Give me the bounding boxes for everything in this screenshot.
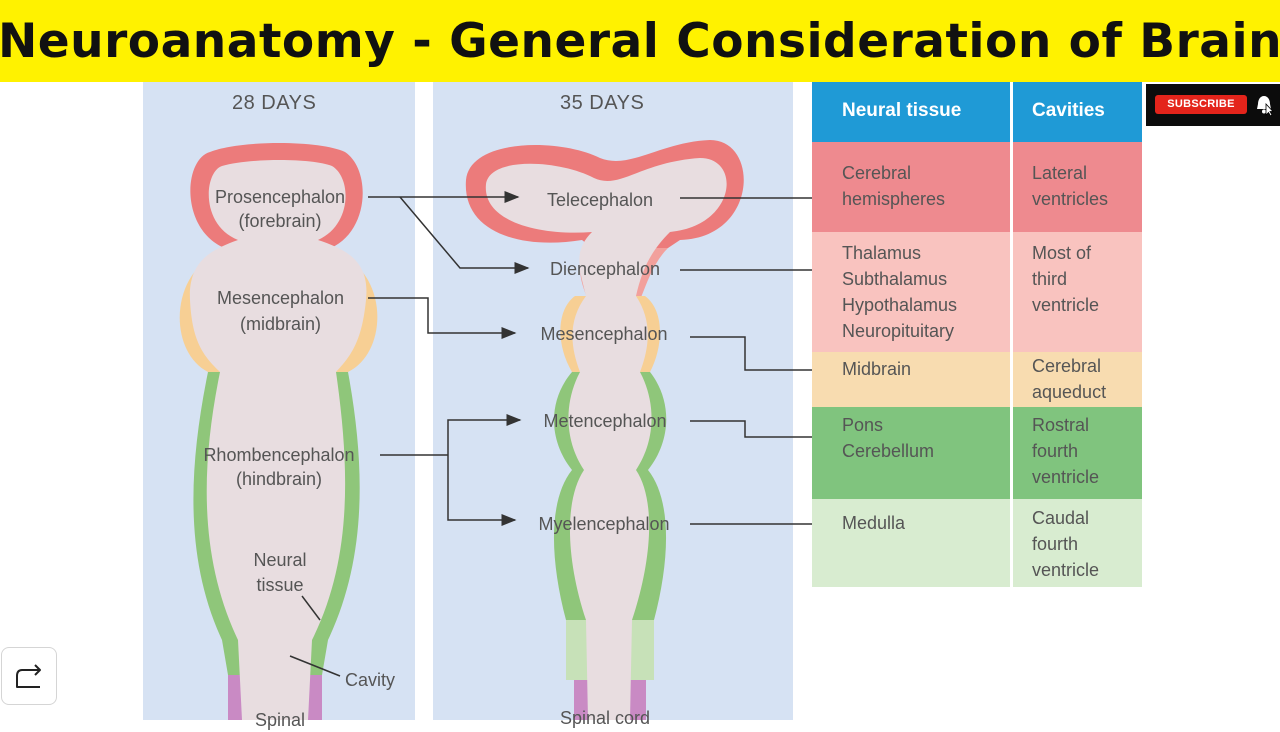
cell-tissue: Medulla	[842, 513, 906, 533]
label-neural: Neural	[253, 550, 307, 570]
label-telencephalon: Telecephalon	[546, 190, 654, 210]
cell-tissue: Midbrain	[842, 359, 912, 379]
label-diencephalon: Diencephalon	[549, 259, 661, 279]
label-spinal-28: Spinal	[254, 710, 306, 730]
label-forebrain: (forebrain)	[238, 211, 322, 231]
page-title: Neuroanatomy - General Consideration of …	[0, 13, 1280, 69]
subscribe-button[interactable]: SUBSCRIBE	[1155, 95, 1247, 114]
cell-cavity: Lateral ventricles	[1032, 163, 1109, 209]
arrow-rhomb-met	[447, 414, 522, 455]
cell-cavity: Caudal fourth ventricle	[1032, 508, 1100, 580]
label-35-days: 35 DAYS	[560, 92, 645, 114]
arrow-rhomb-myel	[447, 455, 517, 526]
label-rhombencephalon: Rhombencephalon	[203, 445, 355, 465]
arrow-mes-mes	[368, 297, 517, 339]
label-mesencephalon-28: Mesencephalon	[216, 288, 345, 308]
pointer-neural-tissue	[301, 595, 321, 621]
header-cavities: Cavities	[1032, 100, 1105, 121]
tube-35-days	[465, 140, 744, 720]
label-tissue: tissue	[256, 575, 304, 595]
lumen-35	[485, 158, 727, 720]
header-neural-tissue: Neural tissue	[842, 100, 962, 121]
cell-cavity: Cerebral aqueduct	[1032, 356, 1107, 402]
share-button[interactable]	[1, 647, 57, 705]
cell-tissue: Thalamus Subthalamus Hypothalamus Neurop…	[842, 243, 958, 341]
label-mesencephalon-35: Mesencephalon	[540, 324, 668, 344]
pointer-cavity	[289, 655, 341, 677]
table-row: Thalamus Subthalamus Hypothalamus Neurop…	[812, 232, 1142, 352]
cell-tissue: Cerebral hemispheres	[842, 163, 946, 209]
arrow-pros-dien	[399, 196, 530, 274]
table-row: Midbrain Cerebral aqueduct	[812, 352, 1142, 407]
label-cavity: Cavity	[345, 670, 396, 690]
table-column-divider	[1010, 82, 1013, 587]
bell-cursor-icon[interactable]	[1254, 94, 1274, 116]
table-row: Pons Cerebellum Rostral fourth ventricle	[812, 407, 1142, 499]
cell-cavity: Most of third ventricle	[1032, 243, 1100, 315]
table-row: Cerebral hemispheres Lateral ventricles	[812, 142, 1142, 232]
cell-cavity: Rostral fourth ventricle	[1032, 415, 1100, 487]
label-spinal-cord-35: Spinal cord	[559, 708, 651, 728]
label-metencephalon: Metencephalon	[543, 411, 667, 431]
share-arrow-icon	[16, 664, 41, 688]
connectors	[289, 191, 830, 677]
label-myelencephalon: Myelencephalon	[538, 514, 670, 534]
table-row: Medulla Caudal fourth ventricle	[812, 499, 1142, 587]
label-hindbrain: (hindbrain)	[235, 469, 323, 489]
label-prosencephalon: Prosencephalon	[214, 187, 346, 207]
label-28-days: 28 DAYS	[232, 92, 317, 114]
lumen-28	[189, 160, 367, 720]
arrow-met-table	[690, 420, 830, 443]
label-midbrain: (midbrain)	[239, 314, 322, 334]
arrow-mes-table	[690, 336, 830, 376]
cell-tissue: Pons Cerebellum	[842, 415, 935, 461]
subscribe-overlay[interactable]: SUBSCRIBE	[1146, 84, 1280, 126]
table-header: Neural tissue Cavities	[812, 82, 1142, 142]
tube-28-days	[179, 143, 378, 720]
title-banner: Neuroanatomy - General Consideration of …	[0, 0, 1280, 82]
